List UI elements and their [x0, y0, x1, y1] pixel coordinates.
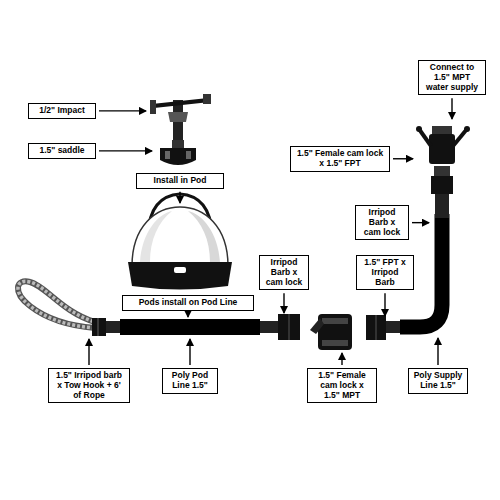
label-box: 1.5" FPT x Irripod Barb: [356, 255, 414, 290]
leader-arrow: [187, 314, 188, 317]
label-text: Irripod Barb x cam lock: [360, 208, 404, 237]
irrigation-pod: [128, 194, 232, 290]
saddle-fitting: [160, 140, 196, 165]
leader-arrow: [393, 158, 413, 159]
label-text: Poly Pod Line 1.5": [167, 371, 213, 391]
label-text: Install in Pod: [141, 176, 219, 186]
label-text: Connect to 1.5" MPT water supply: [423, 63, 481, 92]
label-box: Irripod Barb x cam lock: [259, 255, 309, 290]
leader-arrow: [384, 293, 385, 316]
label-text: 1.5" FPT x Irripod Barb: [361, 258, 409, 287]
label-text: 1.5" saddle: [33, 146, 91, 156]
leader-arrow: [437, 338, 438, 365]
tow-rope: [18, 281, 95, 328]
impact-sprinkler: [150, 94, 211, 140]
label-box: 1.5" Female cam lock x 1.5" MPT: [307, 368, 377, 403]
leader-arrow: [283, 293, 284, 313]
label-box: Poly Supply Line 1.5": [408, 368, 468, 394]
leader-arrow: [179, 192, 180, 203]
label-text: 1.5" Female cam lock x 1.5" MPT: [312, 371, 372, 400]
label-box: Connect to 1.5" MPT water supply: [418, 60, 486, 95]
label-text: Poly Supply Line 1.5": [413, 371, 463, 391]
label-box: Poly Pod Line 1.5": [162, 368, 218, 394]
leader-arrow: [88, 339, 89, 365]
female-cam-lock: [310, 314, 352, 350]
leader-arrow: [412, 222, 429, 223]
fpt-barb-fitting: [366, 315, 402, 340]
leader-arrow: [99, 150, 152, 151]
label-text: 1.5" Female cam lock x 1.5" FPT: [295, 149, 385, 169]
female-cam-lock-top: [416, 126, 470, 164]
label-text: 1.5" Irripod barb x Tow Hook + 6' of Rop…: [53, 371, 125, 400]
poly-pod-line: [120, 319, 260, 335]
barb-cam-lock: [260, 314, 300, 340]
barb-cam-lock-top: [431, 166, 453, 218]
label-text: 1/2" Impact: [33, 106, 91, 116]
label-text: Pods install on Pod Line: [127, 298, 249, 308]
label-box: 1.5" Irripod barb x Tow Hook + 6' of Rop…: [48, 368, 130, 403]
leader-arrow: [189, 339, 190, 365]
tow-hook-fitting: [92, 318, 120, 336]
leader-arrow: [99, 110, 146, 111]
leader-arrow: [451, 98, 452, 119]
label-box: 1.5" Female cam lock x 1.5" FPT: [290, 146, 390, 172]
leader-arrow: [341, 353, 342, 365]
label-box: Install in Pod: [136, 173, 224, 189]
label-box: 1.5" saddle: [28, 143, 96, 159]
label-text: Irripod Barb x cam lock: [264, 258, 304, 287]
label-box: Pods install on Pod Line: [122, 295, 254, 311]
label-box: Irripod Barb x cam lock: [355, 205, 409, 240]
label-box: 1/2" Impact: [28, 103, 96, 119]
